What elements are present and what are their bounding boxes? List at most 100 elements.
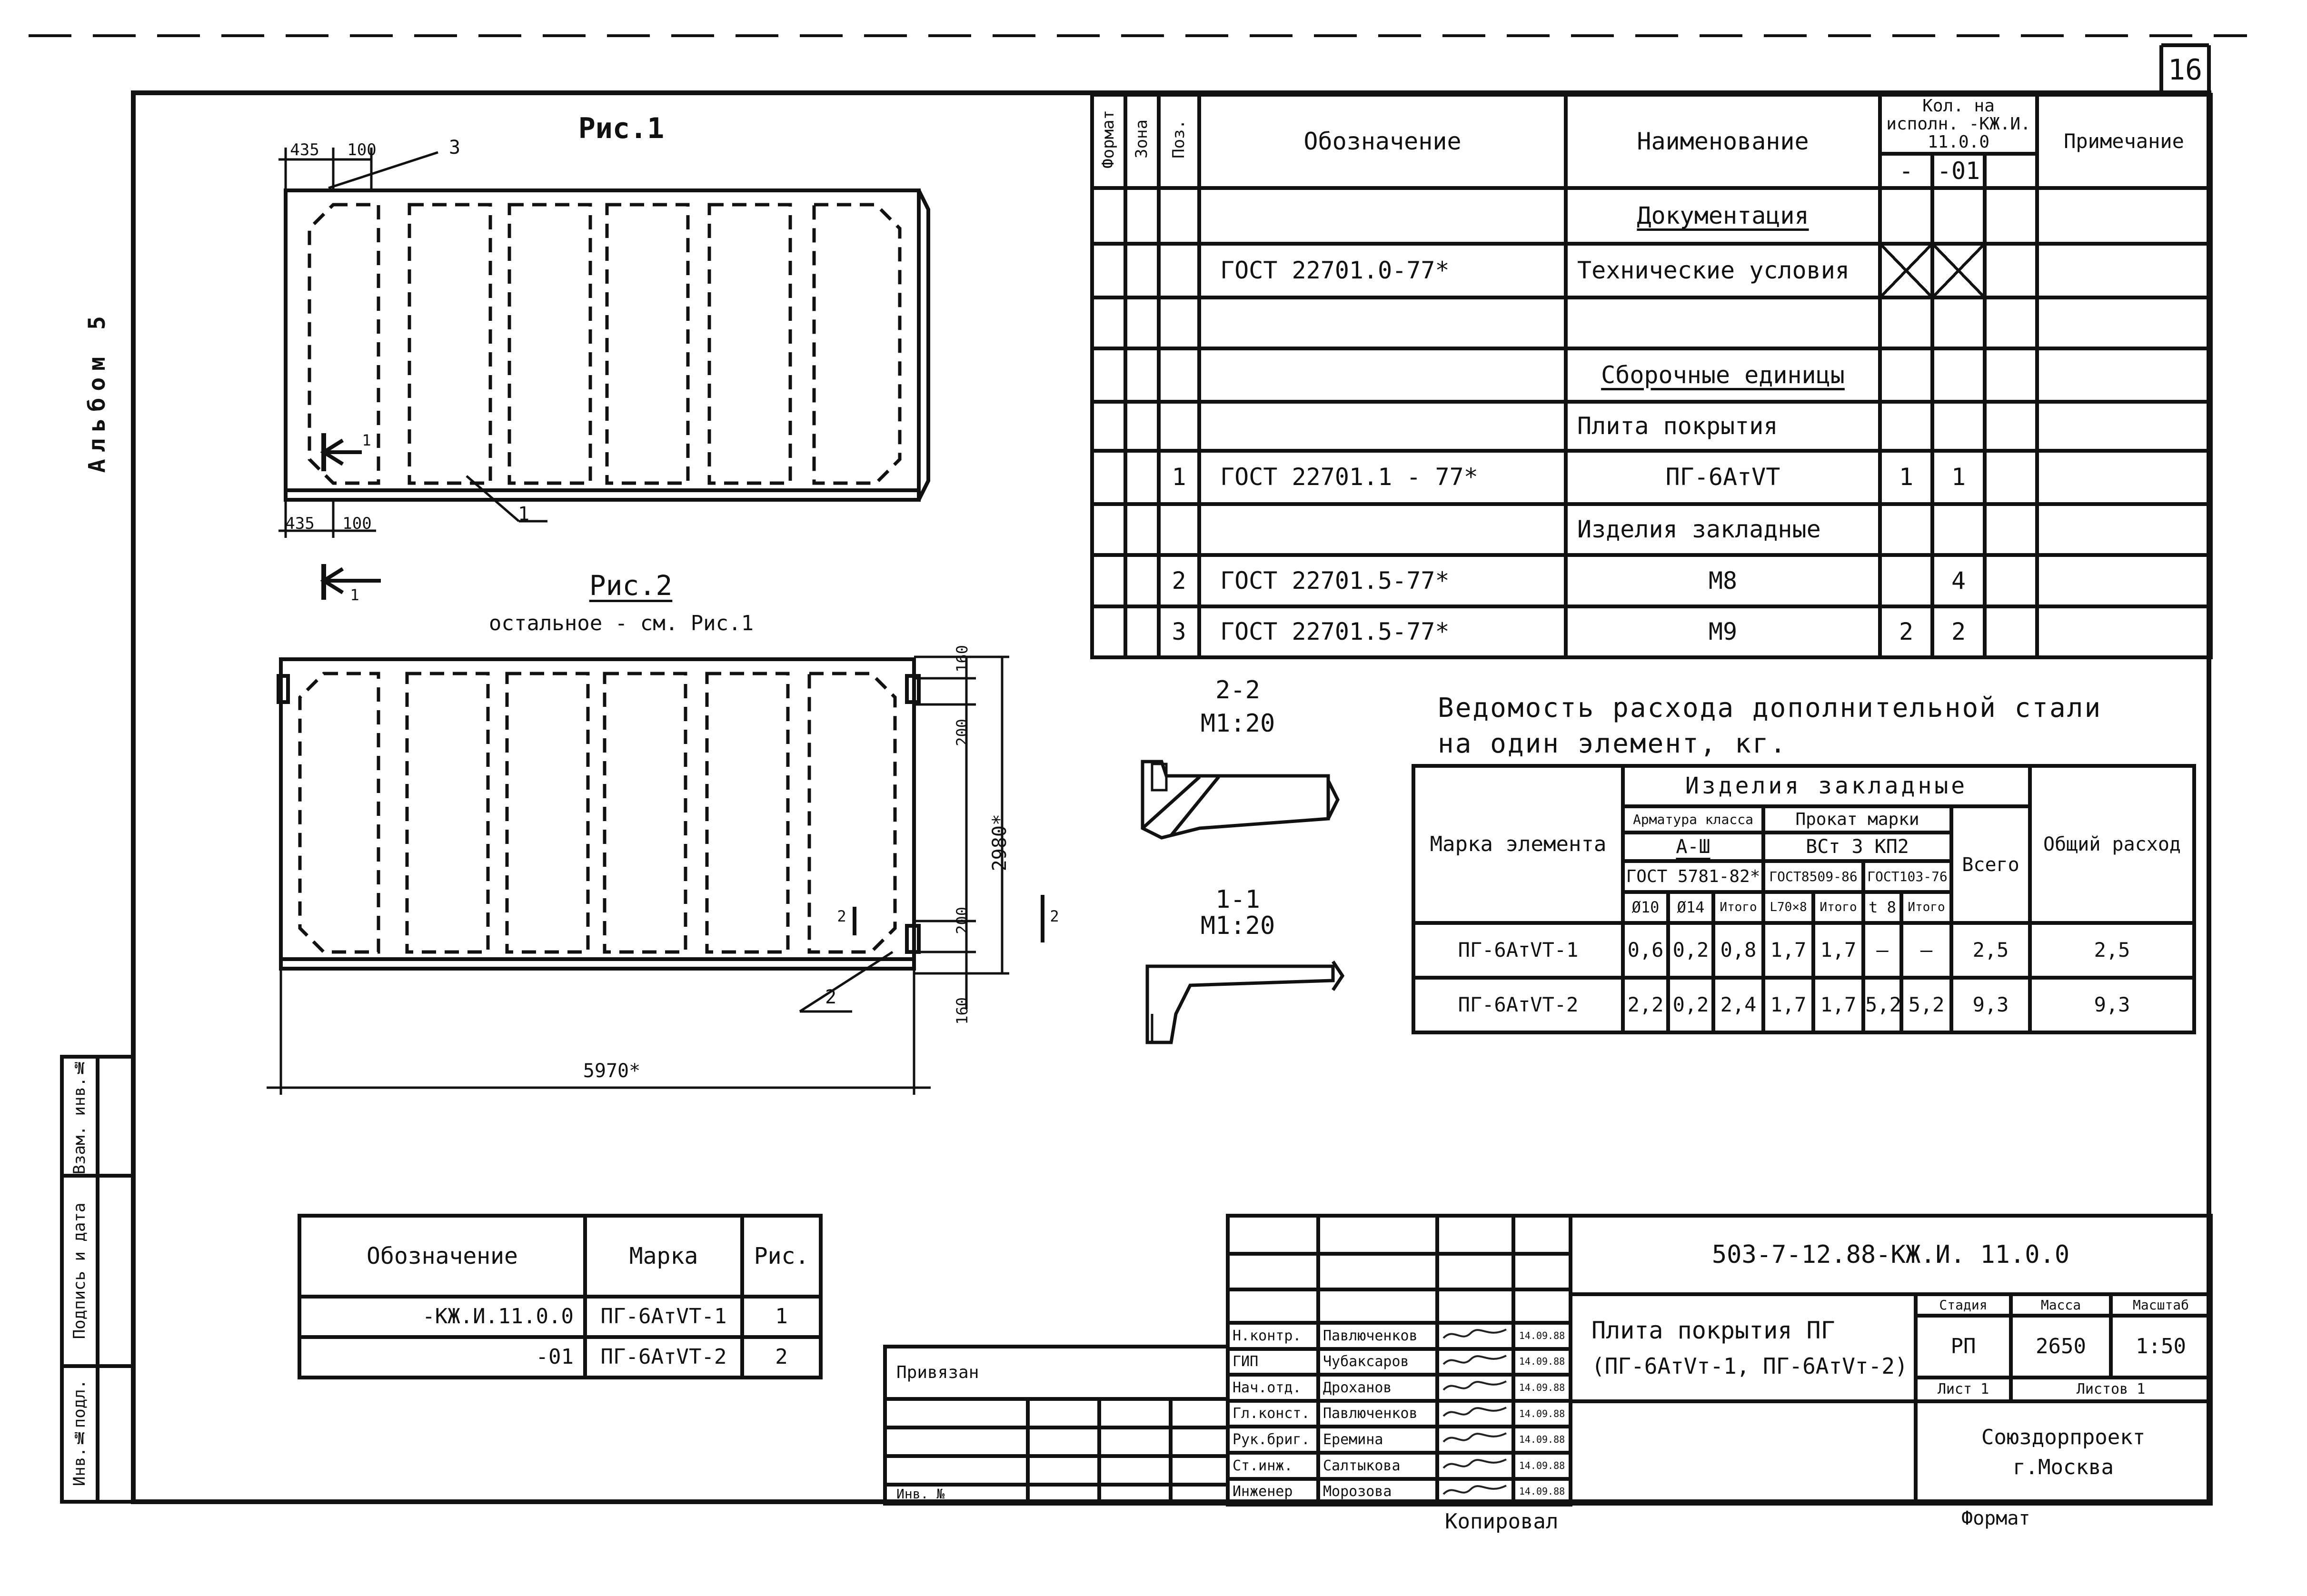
signature-date-cell: 14.09.88 [1511,1398,1572,1429]
spec-designation-cell [1197,346,1568,404]
spec-name-cell: Документация [1564,186,1882,246]
steel-header-d14: Ø14 [1666,890,1715,925]
steel-header-total: Всего [1949,804,2032,925]
spec-designation-cell: ГОСТ 22701.5-77* [1197,604,1568,660]
steel-itogo1-cell: 2,4 [1711,976,1765,1034]
steel-t8-cell: – [1861,921,1903,980]
leader-3: 3 [448,137,461,159]
spec-note-cell [2035,604,2213,660]
signature-role-cell: Нач.отд. [1226,1373,1320,1403]
spec-qty-a-cell [1878,295,1934,350]
spec-format-cell [1090,295,1127,350]
spec-header-designation: Обозначение [1197,93,1568,190]
marks-fig-cell: 2 [740,1335,823,1379]
spec-qty-b-cell [1930,186,1987,246]
steel-title-line1: Ведомость расхода дополнительной стали [1438,693,2102,724]
steel-d14-cell: 0,2 [1666,921,1715,980]
steel-header-rebar: Арматура класса [1621,804,1765,834]
handwritten-signature [1442,1380,1507,1391]
spec-header-qty: Кол. на исполн. -КЖ.И. 11.0.0 [1878,92,2039,156]
spec-note-cell [2035,553,2213,608]
fig2-note: остальное - см. Рис.1 [488,611,754,635]
steel-l70-cell: 1,7 [1761,921,1815,980]
stage-label: Стадия [1914,1292,2013,1318]
spec-pos-cell: 1 [1157,448,1201,506]
spec-qty-b-cell [1930,502,1987,557]
spec-note-cell [2035,295,2213,350]
steel-total-cell: 2,5 [1949,921,2032,980]
signature-name-cell: Дроханов [1316,1373,1439,1403]
copied-label: Копировал [1445,1509,1559,1534]
mass-label: Масса [2009,1292,2113,1318]
spec-note-cell [2035,502,2213,557]
signature-name-cell: Еремина [1316,1425,1439,1455]
section-1-1-title: 1-1 [1215,885,1260,914]
spec-zone-cell [1124,502,1161,557]
spec-note-cell [2035,242,2213,299]
signature-mark-cell [1435,1450,1515,1481]
spec-header-name: Наименование [1564,93,1882,190]
spec-name-cell: Технические условия [1564,242,1882,299]
signature-role-cell: Гл.конст. [1226,1398,1320,1429]
signature-mark-cell [1435,1477,1515,1507]
spec-qty-b-cell: 1 [1930,448,1987,506]
spec-header-qty-a: - [1878,152,1934,190]
spec-row: Сборочные единицы [1090,346,2213,404]
marks-designation-cell: -КЖ.И.11.0.0 [298,1295,587,1339]
signature-date-cell: 14.09.88 [1511,1450,1572,1481]
signature-name-cell: Морозова [1316,1477,1439,1507]
spec-row: ГОСТ 22701.0-77*Технические условия [1090,242,2213,299]
section-2-mark-b: 2 [1050,907,1059,925]
steel-header-embedded: Изделия закладные [1621,764,2032,808]
steel-d10-cell: 2,2 [1621,976,1670,1034]
dim-2980: 2980* [989,814,1011,872]
scale-label: Масштаб [2108,1292,2213,1318]
spec-zone-cell [1124,242,1161,299]
marks-header-designation: Обозначение [298,1214,587,1299]
spec-format-cell [1090,553,1127,608]
steel-d14-cell: 0,2 [1666,976,1715,1034]
steel-header-itogo2: Итого [1811,890,1865,925]
section-1-1-scale: М1:20 [1200,912,1275,940]
handwritten-signature [1442,1328,1507,1339]
signature-name-cell: Салтыкова [1316,1450,1439,1481]
signature-role-cell: Н.контр. [1226,1321,1320,1351]
spec-pos-cell [1157,295,1201,350]
spec-note-cell [2035,186,2213,246]
spec-qty-b-cell [1930,295,1987,350]
steel-header-rolled-grade: ВСт 3 КП2 [1761,831,1953,863]
handwritten-signature [1442,1354,1507,1365]
spec-note-cell [2035,400,2213,453]
sheets-label: Листов 1 [2009,1376,2213,1403]
signature-role-cell: Рук.бриг. [1226,1425,1320,1455]
spec-name-cell: Изделия закладные [1564,502,1882,557]
steel-t8-cell: 5,2 [1861,976,1903,1034]
spec-header-qty-b: -01 [1930,152,1987,190]
signature-mark-cell [1435,1398,1515,1429]
steel-header-d10: Ø10 [1621,890,1670,925]
spec-note-cell [2035,346,2213,404]
org-line2: г.Москва [2013,1455,2114,1479]
signature-role-cell: Инженер [1226,1477,1320,1507]
spec-qty-c-cell [1982,502,2039,557]
signature-mark-cell [1435,1347,1515,1377]
spec-designation-cell: ГОСТ 22701.1 - 77* [1197,448,1568,506]
fig1-title: Рис.1 [578,112,665,145]
handwritten-signature [1442,1432,1507,1443]
page-number: 16 [2168,53,2203,87]
steel-itogo2-cell: 1,7 [1811,976,1865,1034]
spec-name-cell: М8 [1564,553,1882,608]
spec-qty-b-cell: 2 [1930,604,1987,660]
spec-pos-cell [1157,186,1201,246]
spec-designation-cell [1197,186,1568,246]
